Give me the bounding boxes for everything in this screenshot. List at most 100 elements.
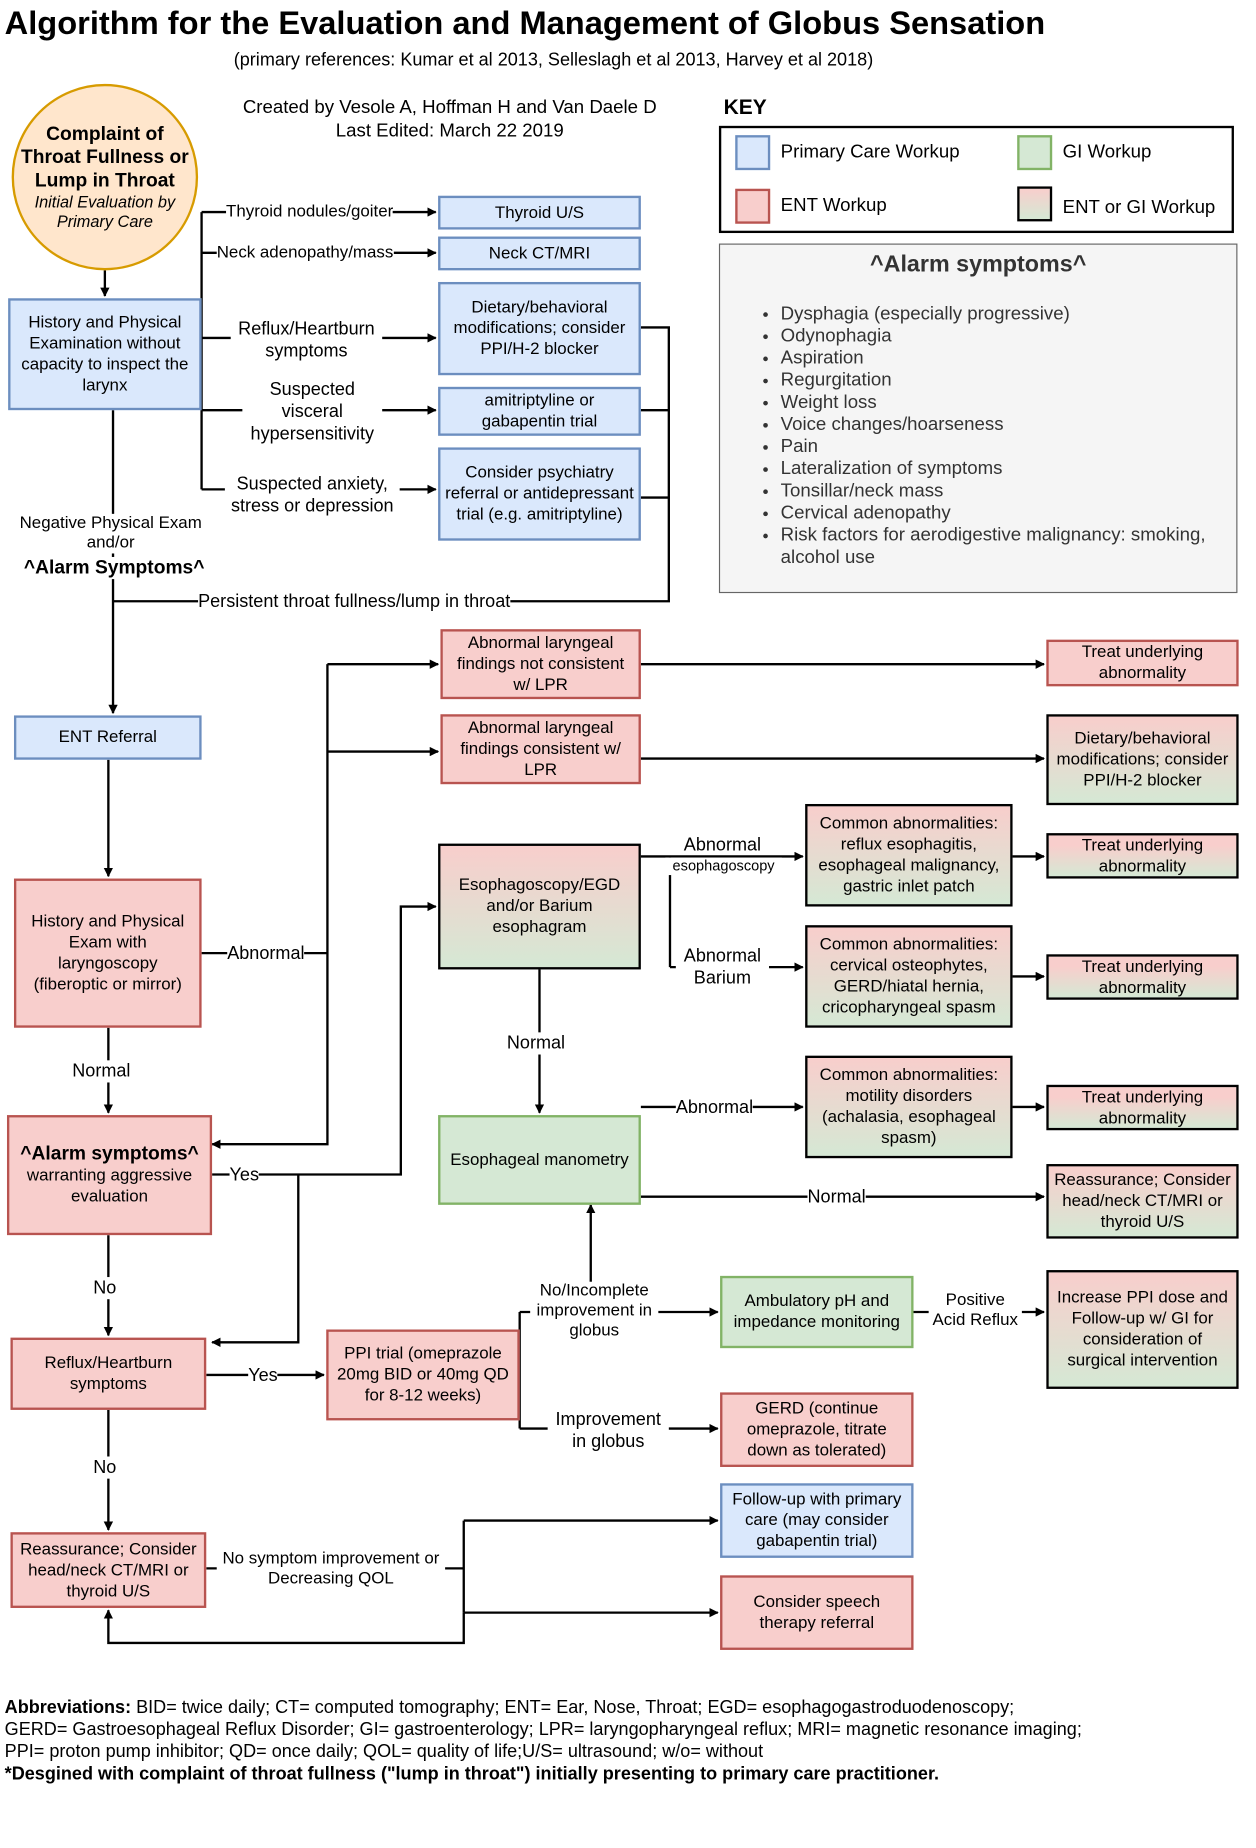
label-persistent: Persistent throat fullness/lump in throa… <box>198 590 511 613</box>
key-swatch-gi <box>1017 135 1053 171</box>
complaint-line1: Complaint of <box>46 123 164 145</box>
neck-ct-box: Neck CT/MRI <box>438 236 641 271</box>
edge-yes-alarm-down <box>211 1174 300 1347</box>
reassure-right-box: Reassurance; Consider head/neck CT/MRI o… <box>1046 1164 1239 1239</box>
edge-abnormal-v <box>211 664 329 1149</box>
increase-ppi-box: Increase PPI dose and Follow-up w/ GI fo… <box>1046 1270 1239 1389</box>
label-reflux-symptoms: Reflux/Heartburn symptoms <box>230 318 383 363</box>
followup-box: Follow-up with primary care (may conside… <box>720 1483 914 1558</box>
edge-yes-alarm <box>212 901 437 1176</box>
gerd-box: GERD (continue omeprazole, titrate down … <box>720 1392 914 1467</box>
last-edited: Last Edited: March 22 2019 <box>335 121 564 141</box>
key-label-ent: ENT Workup <box>780 195 887 216</box>
complaint-line2: Throat Fullness or <box>21 146 189 168</box>
created-by: Created by Vesole A, Hoffman H and Van D… <box>242 97 657 118</box>
alarm-eval-text: warranting aggressive evaluation <box>26 1166 193 1206</box>
label-normal-laryngoscopy: Normal <box>72 1060 131 1083</box>
diet-pc-box: Dietary/behavioral modifications; consid… <box>438 281 641 376</box>
ent-referral-box: ENT Referral <box>13 715 202 760</box>
label-no-reflux: No <box>93 1456 117 1479</box>
key-label-gi: GI Workup <box>1062 142 1152 162</box>
label-abnormal-esophagoscopy: Abnormal <box>683 835 762 856</box>
abbreviations-line1: Abbreviations: BID= twice daily; CT= com… <box>5 1697 1252 1719</box>
label-alarm-symptoms: ^Alarm Symptoms^ <box>11 556 217 580</box>
alarm-item: Regurgitation <box>781 369 1224 391</box>
key-swatch-primary-care <box>735 135 771 171</box>
speech-box: Consider speech therapy referral <box>720 1575 914 1650</box>
references-subtitle: (primary references: Kumar et al 2013, S… <box>233 50 874 70</box>
label-abnormal-laryngoscopy: Abnormal <box>227 942 305 965</box>
label-esophagoscopy-small: esophagoscopy <box>665 857 782 876</box>
alarm-eval-box: ^Alarm symptoms^ warranting aggressive e… <box>6 1115 213 1236</box>
manometry-box: Esophageal manometry <box>438 1115 641 1205</box>
alarm-item: Cervical adenopathy <box>781 502 1224 524</box>
label-normal-egd: Normal <box>506 1032 566 1055</box>
alarm-item: Weight loss <box>781 392 1224 414</box>
hp-ent-box: History and Physical Exam with laryngosc… <box>13 878 202 1028</box>
label-no-incomplete: No/Incomplete improvement in globus <box>530 1281 659 1342</box>
label-thyroid-nodules: Thyroid nodules/goiter <box>226 202 394 223</box>
label-yes-reflux: Yes <box>248 1364 278 1387</box>
label-abnormal-barium: Abnormal Barium <box>675 944 770 990</box>
abbreviations-label: Abbreviations: <box>4 1697 132 1718</box>
reassure-left-box: Reassurance; Consider head/neck CT/MRI o… <box>10 1532 207 1608</box>
diet-right-box: Dietary/behavioral modifications; consid… <box>1046 714 1239 806</box>
alarm-panel: ^Alarm symptoms^ Dysphagia (especially p… <box>718 243 1238 594</box>
key-legend: Primary Care Workup GI Workup ENT Workup… <box>718 125 1234 234</box>
treat-underlying-2-box: Treat underlying abnormality <box>1046 833 1239 879</box>
page-title: Algorithm for the Evaluation and Managem… <box>4 4 1046 41</box>
key-heading: KEY <box>723 95 767 119</box>
reflux-box: Reflux/Heartburn symptoms <box>10 1337 207 1410</box>
label-anxiety: Suspected anxiety, stress or depression <box>224 473 400 518</box>
key-swatch-ent <box>735 188 771 224</box>
alarm-item: Voice changes/hoarseness <box>781 414 1224 436</box>
alarm-item: Aspiration <box>781 347 1224 369</box>
label-positive-acid: Positive Acid Reflux <box>928 1291 1022 1331</box>
label-no-alarm: No <box>93 1277 117 1300</box>
label-normal-manometry: Normal <box>807 1186 866 1209</box>
common-esoph-box: Common abnormalities: reflux esophagitis… <box>805 803 1013 907</box>
treat-underlying-4-box: Treat underlying abnormality <box>1046 1084 1239 1131</box>
abn-lpr-box: Abnormal laryngeal findings consistent w… <box>440 714 641 785</box>
complaint-line3: Lump in Throat <box>34 170 175 192</box>
label-negative-pe: Negative Physical Exam and/or <box>8 513 214 554</box>
label-visceral: Suspected visceral hypersensitivity <box>242 378 383 446</box>
abbreviations-line3: PPI= proton pump inhibitor; QD= once dai… <box>4 1741 764 1762</box>
label-yes-alarm: Yes <box>229 1164 260 1187</box>
ambulatory-box: Ambulatory pH and impedance monitoring <box>720 1275 914 1349</box>
alarm-item: Odynophagia <box>781 325 1224 347</box>
alarm-eval-bold: ^Alarm symptoms^ <box>20 1143 199 1165</box>
amitriptyline-box: amitriptyline or gabapentin trial <box>438 386 641 436</box>
label-improvement: Improvement in globus <box>547 1408 669 1454</box>
ppi-trial-box: PPI trial (omeprazole 20mg BID or 40mg Q… <box>326 1329 520 1421</box>
egd-box: Esophagoscopy/EGD and/or Barium esophagr… <box>438 843 641 970</box>
alarm-item: Lateralization of symptoms <box>781 458 1224 480</box>
alarm-item: Dysphagia (especially progressive) <box>781 303 1224 325</box>
treat-underlying-1-box: Treat underlying abnormality <box>1046 639 1239 687</box>
common-barium-box: Common abnormalities: cervical osteophyt… <box>805 925 1013 1028</box>
hp-primary-care-box: History and Physical Examination without… <box>8 298 202 411</box>
complaint-line4: Initial Evaluation by <box>34 192 176 211</box>
abbreviations-block: Abbreviations: BID= twice daily; CT= com… <box>5 1697 1252 1786</box>
key-swatch-ent-or-gi <box>1017 186 1053 222</box>
common-motility-box: Common abnormalities: motility disorders… <box>805 1055 1013 1159</box>
label-neck-adenopathy: Neck adenopathy/mass <box>216 243 394 264</box>
abbreviations-line2: GERD= Gastroesophageal Reflux Disorder; … <box>4 1719 1082 1740</box>
thyroid-us-box: Thyroid U/S <box>438 195 641 230</box>
alarm-item: Pain <box>781 436 1224 458</box>
treat-underlying-3-box: Treat underlying abnormality <box>1046 954 1239 1000</box>
label-abnormal-manometry: Abnormal <box>675 1096 754 1119</box>
alarm-list: Dysphagia (especially progressive) Odyno… <box>746 303 1224 569</box>
psychiatry-box: Consider psychiatry referral or antidepr… <box>438 447 641 541</box>
alarm-panel-title: ^Alarm symptoms^ <box>870 251 1087 278</box>
abn-not-lpr-box: Abnormal laryngeal findings not consiste… <box>440 629 641 700</box>
alarm-item: Tonsillar/neck mass <box>781 480 1224 502</box>
key-label-ent-or-gi: ENT or GI Workup <box>1062 198 1216 218</box>
key-label-primary-care: Primary Care Workup <box>780 142 960 162</box>
edge-reassure-loop <box>103 1609 465 1645</box>
complaint-node: Complaint of Throat Fullness or Lump in … <box>11 83 199 271</box>
alarm-item: Risk factors for aerodigestive malignanc… <box>781 524 1224 568</box>
complaint-line5: Primary Care <box>56 212 153 231</box>
abbreviations-text1: BID= twice daily; CT= computed tomograph… <box>131 1697 1015 1718</box>
